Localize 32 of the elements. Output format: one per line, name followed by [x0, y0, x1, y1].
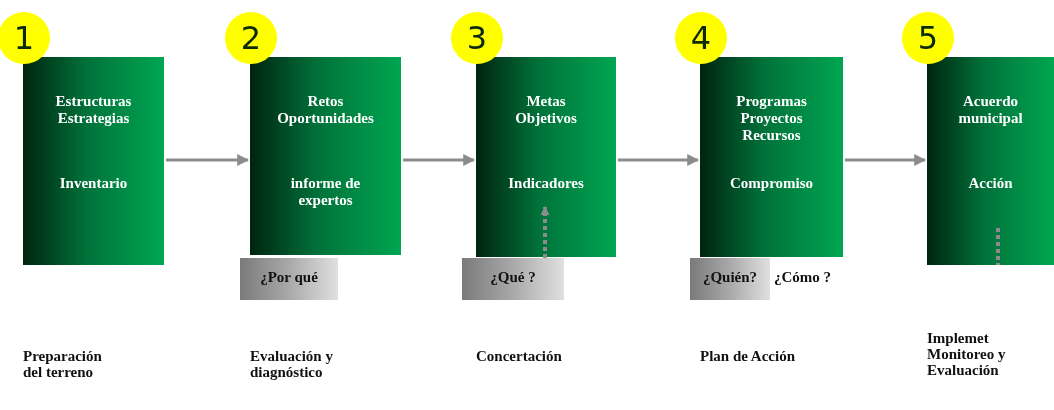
- box-text: informe de expertos: [289, 175, 362, 209]
- box-text: Indicadores: [507, 175, 585, 192]
- question-box: [462, 258, 564, 300]
- question-box: [690, 258, 770, 300]
- box-text: Acción: [967, 175, 1014, 192]
- box-heading: Estructuras Estrategias: [54, 93, 133, 127]
- stage-title: Implemet Monitoreo y Evaluación: [927, 330, 1007, 378]
- step-number: 4: [675, 12, 727, 64]
- box-heading: Acuerdo municipal: [957, 93, 1024, 127]
- question-text: ¿Quién?: [701, 269, 759, 286]
- box-heading: Retos Oportunidades: [276, 93, 375, 127]
- box-text: Inventario: [58, 175, 129, 192]
- stage-title: Evaluación y diagnóstico: [250, 348, 334, 380]
- box-text: Compromiso: [728, 175, 815, 192]
- arrow: [166, 154, 250, 166]
- question-text: ¿Qué ?: [489, 269, 537, 286]
- stage-title: Preparación del terreno: [23, 348, 103, 380]
- question-text: ¿Cómo ?: [774, 269, 833, 285]
- box-heading: Programas Proyectos Recursos: [735, 93, 808, 144]
- step-number: 5: [902, 12, 954, 64]
- arrow: [845, 154, 927, 166]
- arrow: [618, 154, 700, 166]
- arrow: [403, 154, 476, 166]
- step-number: 3: [451, 12, 503, 64]
- step-number: 2: [225, 12, 277, 64]
- box-heading: Metas Objetivos: [514, 93, 578, 127]
- step-number: 1: [0, 12, 50, 64]
- question-text: ¿Por qué: [259, 269, 319, 286]
- dotted-arrow: [540, 206, 550, 258]
- stage-title: Plan de Acción: [700, 348, 796, 364]
- question-box: [240, 258, 338, 300]
- stage-title: Concertación: [476, 348, 563, 364]
